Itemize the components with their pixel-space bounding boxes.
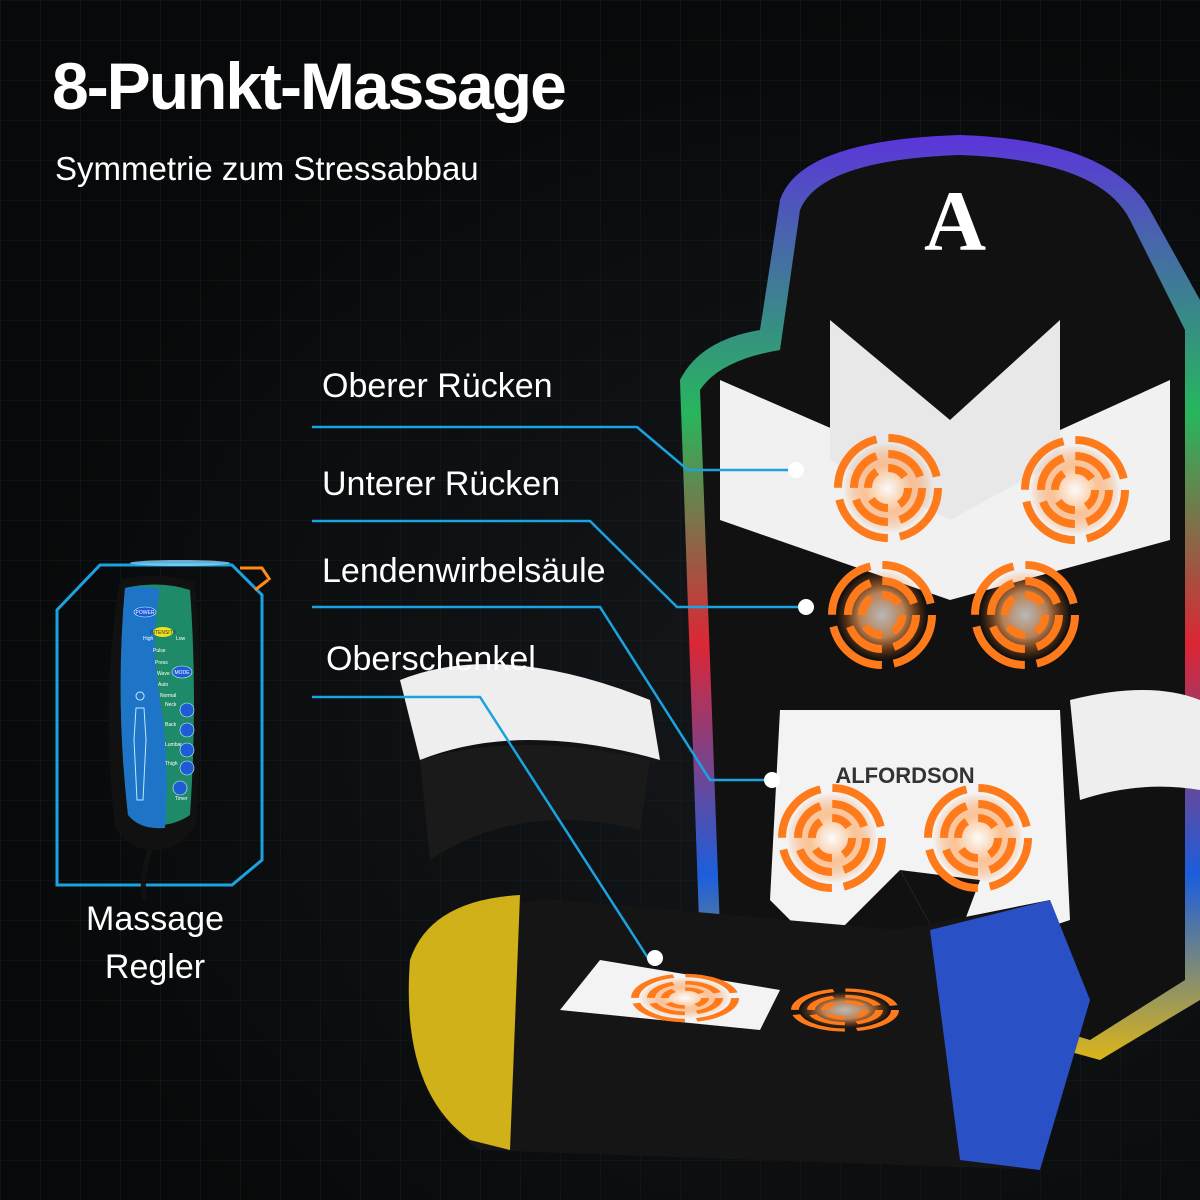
- callout-label-upper-back: Oberer Rücken: [322, 367, 553, 405]
- svg-text:INTENSITY: INTENSITY: [150, 630, 177, 636]
- page-subtitle: Symmetrie zum Stressabbau: [55, 150, 479, 187]
- remote-caption-line2: Regler: [104, 948, 206, 986]
- massage-pad-icon: [971, 561, 1079, 669]
- remote-frame: [55, 563, 264, 887]
- callout-line-lumbar: [312, 605, 772, 782]
- massage-pad-icon: [791, 988, 899, 1032]
- svg-text:Pulse: Pulse: [153, 648, 166, 654]
- massage-pads: [631, 434, 1129, 1032]
- svg-text:Press: Press: [155, 660, 168, 666]
- callout-line-lower-back: [312, 519, 806, 609]
- massage-pad-icon: [828, 561, 936, 669]
- callout-dot: [798, 599, 814, 615]
- massage-pad-icon: [1021, 436, 1129, 544]
- remote-caption: Massage Regler: [60, 895, 250, 991]
- massage-pad-icon: [778, 784, 886, 892]
- svg-text:Back: Back: [165, 722, 177, 728]
- callout-label-lower-back: Unterer Rücken: [322, 465, 561, 503]
- svg-text:Timer: Timer: [175, 796, 188, 802]
- svg-text:Thigh: Thigh: [165, 761, 178, 767]
- svg-text:Lumbar: Lumbar: [165, 742, 182, 748]
- massage-pad-icon: [834, 434, 942, 542]
- callout-line-thigh: [312, 695, 655, 960]
- callout-dot: [764, 772, 780, 788]
- svg-text:High: High: [143, 636, 154, 642]
- callout-dot: [647, 950, 663, 966]
- remote-caption-line1: Massage: [86, 900, 224, 938]
- svg-text:MODE: MODE: [175, 670, 191, 676]
- svg-text:Auto: Auto: [158, 682, 169, 688]
- callout-label-lumbar: Lendenwirbelsäule: [322, 552, 606, 590]
- chair-brand: ALFORDSON: [835, 763, 974, 788]
- svg-text:Low: Low: [176, 636, 186, 642]
- svg-text:Normal: Normal: [160, 693, 176, 699]
- svg-text:Neck: Neck: [165, 702, 177, 708]
- massage-remote: POWER INTENSITY High Low Pulse Press Wav…: [108, 575, 201, 901]
- chair-logo: A: [924, 173, 986, 269]
- callout-label-thigh: Oberschenkel: [326, 640, 536, 678]
- callout-dot: [788, 462, 804, 478]
- svg-text:POWER: POWER: [136, 610, 155, 616]
- massage-pad-icon: [631, 973, 739, 1023]
- massage-pad-icon: [924, 784, 1032, 892]
- page-title: 8-Punkt-Massage: [52, 49, 567, 123]
- svg-text:Wave: Wave: [157, 671, 170, 677]
- callout-line-upper-back: [312, 425, 796, 472]
